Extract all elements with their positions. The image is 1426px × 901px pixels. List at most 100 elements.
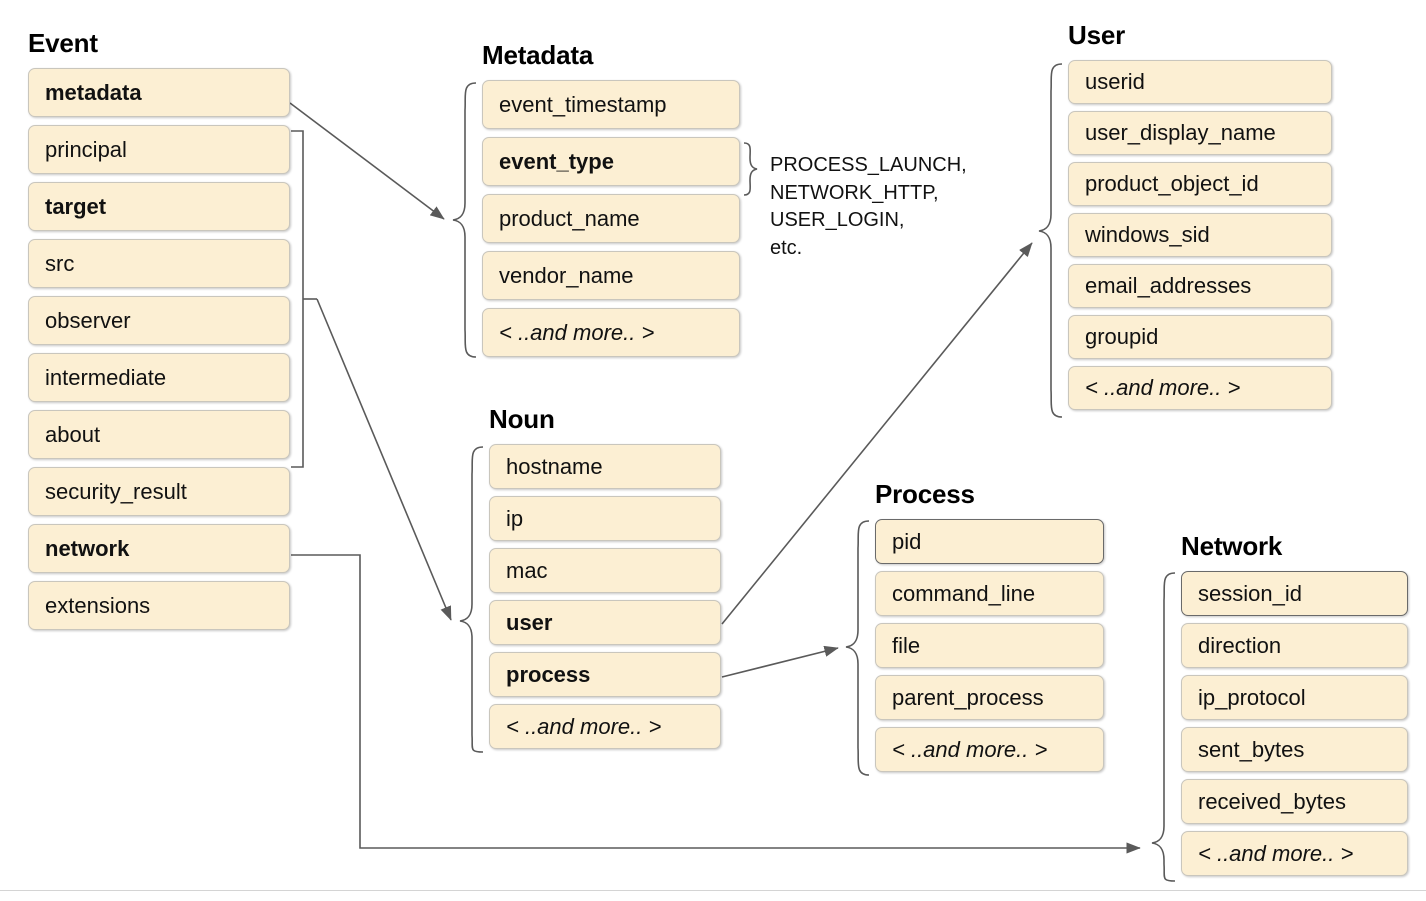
- field-metadata-vendor-name[interactable]: vendor_name: [482, 251, 740, 300]
- field-label: product_name: [499, 205, 640, 231]
- annotation-event-type-values: PROCESS_LAUNCH, NETWORK_HTTP, USER_LOGIN…: [770, 154, 967, 259]
- field-noun-mac[interactable]: mac: [489, 548, 721, 593]
- field-network-session-id[interactable]: session_id: [1181, 571, 1408, 616]
- field-label: intermediate: [45, 364, 167, 390]
- field-label: file: [892, 632, 921, 658]
- group-process: Process pid command_line file parent_pro…: [875, 481, 1104, 772]
- field-label: command_line: [892, 580, 1036, 606]
- field-user-display-name[interactable]: user_display_name: [1068, 111, 1332, 155]
- field-event-extensions[interactable]: extensions: [28, 581, 290, 630]
- field-label: < ..and more.. >: [892, 736, 1048, 762]
- field-process-more[interactable]: < ..and more.. >: [875, 727, 1104, 772]
- connector-noun: [316, 298, 452, 621]
- brace-noun: [459, 446, 484, 753]
- field-label: event_timestamp: [499, 91, 667, 117]
- group-noun: Noun hostname ip mac user process < ..an…: [489, 406, 721, 749]
- connector-metadata: [289, 102, 445, 220]
- field-label: ip: [506, 505, 524, 531]
- field-user-email-addresses[interactable]: email_addresses: [1068, 264, 1332, 308]
- field-process-parent-process[interactable]: parent_process: [875, 675, 1104, 720]
- field-user-windows-sid[interactable]: windows_sid: [1068, 213, 1332, 257]
- connector-process: [721, 645, 839, 678]
- field-list-noun: hostname ip mac user process < ..and mor…: [489, 444, 721, 749]
- field-network-sent-bytes[interactable]: sent_bytes: [1181, 727, 1408, 772]
- field-metadata-more[interactable]: < ..and more.. >: [482, 308, 740, 357]
- field-list-metadata: event_timestamp event_type product_name …: [482, 80, 740, 357]
- bracket-event-nouns: [291, 130, 304, 468]
- field-metadata-event-timestamp[interactable]: event_timestamp: [482, 80, 740, 129]
- field-event-metadata[interactable]: metadata: [28, 68, 290, 117]
- field-label: < ..and more.. >: [499, 319, 655, 345]
- field-label: metadata: [45, 79, 142, 105]
- field-label: received_bytes: [1198, 788, 1346, 814]
- field-label: user_display_name: [1085, 120, 1276, 145]
- field-event-target[interactable]: target: [28, 182, 290, 231]
- field-event-observer[interactable]: observer: [28, 296, 290, 345]
- field-label: network: [45, 535, 130, 561]
- field-label: about: [45, 421, 101, 447]
- field-process-pid[interactable]: pid: [875, 519, 1104, 564]
- field-user-more[interactable]: < ..and more.. >: [1068, 366, 1332, 410]
- field-metadata-event-type[interactable]: event_type: [482, 137, 740, 186]
- field-noun-user[interactable]: user: [489, 600, 721, 645]
- field-event-network[interactable]: network: [28, 524, 290, 573]
- field-list-event: metadata principal target src observer i…: [28, 68, 290, 630]
- field-label: userid: [1085, 69, 1145, 94]
- field-noun-process[interactable]: process: [489, 652, 721, 697]
- group-title-event: Event: [28, 28, 98, 58]
- field-process-command-line[interactable]: command_line: [875, 571, 1104, 616]
- field-list-user: userid user_display_name product_object_…: [1068, 60, 1332, 410]
- field-label: event_type: [499, 148, 614, 174]
- field-noun-more[interactable]: < ..and more.. >: [489, 704, 721, 749]
- field-label: vendor_name: [499, 262, 634, 288]
- field-label: product_object_id: [1085, 171, 1259, 196]
- field-label: target: [45, 193, 107, 219]
- group-metadata: Metadata event_timestamp event_type prod…: [482, 42, 740, 357]
- group-title-process: Process: [875, 479, 975, 509]
- field-metadata-product-name[interactable]: product_name: [482, 194, 740, 243]
- field-list-network: session_id direction ip_protocol sent_by…: [1181, 571, 1408, 876]
- field-user-groupid[interactable]: groupid: [1068, 315, 1332, 359]
- field-label: session_id: [1198, 580, 1302, 606]
- field-user-userid[interactable]: userid: [1068, 60, 1332, 104]
- field-label: process: [506, 661, 591, 687]
- field-label: windows_sid: [1085, 222, 1210, 247]
- brace-user: [1038, 63, 1063, 418]
- group-user: User userid user_display_name product_ob…: [1068, 22, 1332, 410]
- group-title-noun: Noun: [489, 404, 555, 434]
- field-label: mac: [506, 557, 548, 583]
- field-user-product-object-id[interactable]: product_object_id: [1068, 162, 1332, 206]
- field-label: < ..and more.. >: [1198, 840, 1354, 866]
- field-network-direction[interactable]: direction: [1181, 623, 1408, 668]
- field-list-process: pid command_line file parent_process < .…: [875, 519, 1104, 772]
- field-label: direction: [1198, 632, 1282, 658]
- field-label: extensions: [45, 592, 151, 618]
- brace-metadata: [452, 82, 477, 358]
- field-label: email_addresses: [1085, 273, 1252, 298]
- field-event-intermediate[interactable]: intermediate: [28, 353, 290, 402]
- field-label: ip_protocol: [1198, 684, 1306, 710]
- field-label: security_result: [45, 478, 187, 504]
- field-label: src: [45, 250, 75, 276]
- group-title-network: Network: [1181, 531, 1283, 561]
- field-event-security-result[interactable]: security_result: [28, 467, 290, 516]
- field-noun-hostname[interactable]: hostname: [489, 444, 721, 489]
- group-network: Network session_id direction ip_protocol…: [1181, 533, 1408, 876]
- field-label: pid: [892, 528, 922, 554]
- field-label: observer: [45, 307, 131, 333]
- field-network-received-bytes[interactable]: received_bytes: [1181, 779, 1408, 824]
- field-event-src[interactable]: src: [28, 239, 290, 288]
- brace-network: [1151, 572, 1176, 882]
- brace-event-type-values: [743, 142, 758, 196]
- field-label: principal: [45, 136, 127, 162]
- field-label: user: [506, 609, 553, 635]
- field-event-principal[interactable]: principal: [28, 125, 290, 174]
- field-label: groupid: [1085, 324, 1159, 349]
- field-network-ip-protocol[interactable]: ip_protocol: [1181, 675, 1408, 720]
- field-label: hostname: [506, 453, 603, 479]
- field-event-about[interactable]: about: [28, 410, 290, 459]
- field-network-more[interactable]: < ..and more.. >: [1181, 831, 1408, 876]
- field-process-file[interactable]: file: [875, 623, 1104, 668]
- field-noun-ip[interactable]: ip: [489, 496, 721, 541]
